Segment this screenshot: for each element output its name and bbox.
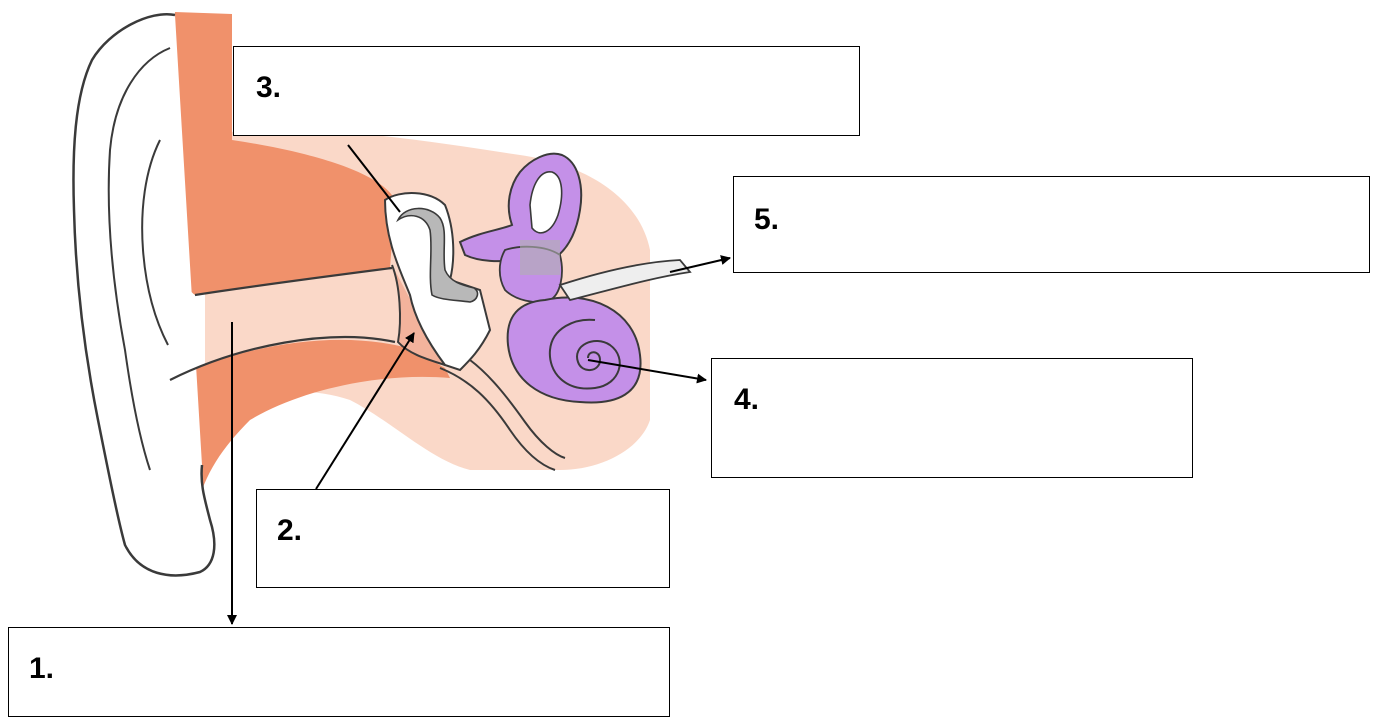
vestibule-shade xyxy=(520,240,560,275)
leader-line-3 xyxy=(347,144,401,213)
arrow-to-label-5 xyxy=(669,255,731,273)
cochlea-spiral xyxy=(548,318,621,390)
auricle-inner-fold xyxy=(107,47,171,471)
label-box-2[interactable]: 2. xyxy=(256,489,670,588)
ear-canal-upper-wall xyxy=(194,266,393,297)
arrow-to-eardrum xyxy=(315,332,415,490)
canal-loop-inner xyxy=(529,171,563,234)
outer-ear-tissue-upper xyxy=(161,12,395,295)
label-box-3[interactable]: 3. xyxy=(233,46,860,136)
label-2-number: 2. xyxy=(277,514,303,547)
label-box-4[interactable]: 4. xyxy=(711,358,1193,478)
label-4-number: 4. xyxy=(734,383,760,416)
cochlea xyxy=(506,296,642,404)
arrow-to-label-4 xyxy=(587,359,707,384)
auditory-nerve xyxy=(558,259,692,302)
label-box-5[interactable]: 5. xyxy=(733,176,1370,273)
antihelix xyxy=(141,139,169,346)
ear-canal-lower-wall xyxy=(169,336,396,381)
label-5-number: 5. xyxy=(754,203,780,236)
auricle xyxy=(72,12,216,577)
label-3-number: 3. xyxy=(256,71,282,104)
label-box-1[interactable]: 1. xyxy=(8,627,670,717)
label-1-number: 1. xyxy=(29,652,55,685)
ossicles xyxy=(396,207,479,303)
outer-ear-tissue-lower xyxy=(165,339,450,522)
eustachian-tube xyxy=(439,359,566,471)
